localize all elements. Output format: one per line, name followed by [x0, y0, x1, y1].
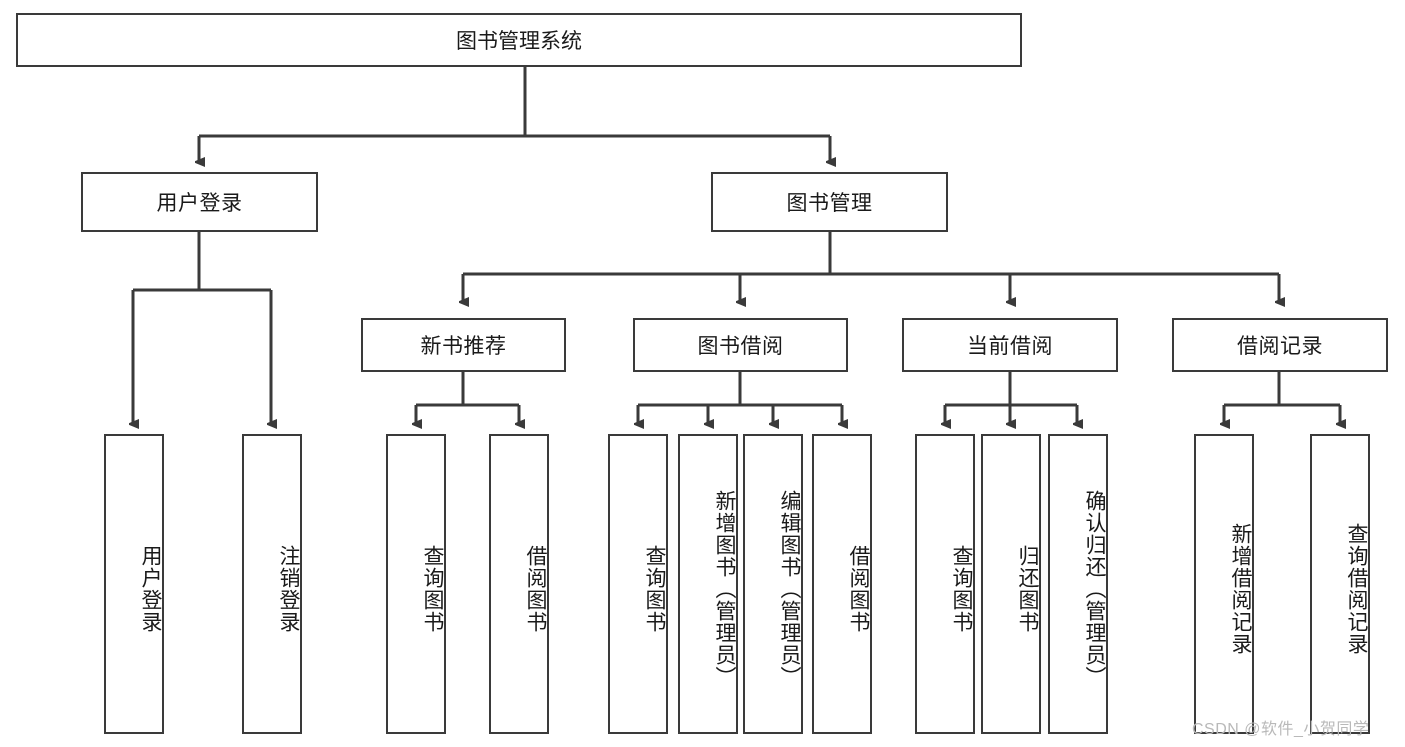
leaf-current-query-book[interactable]: 查询图书 — [915, 434, 975, 734]
node-book-management[interactable]: 图书管理 — [711, 172, 948, 232]
csdn-watermark: CSDN @软件_小贺同学 — [1192, 721, 1370, 738]
leaf-borrow-edit-book-admin[interactable]: 编辑图书（管理员） — [743, 434, 803, 734]
node-new-book-recommend[interactable]: 新书推荐 — [361, 318, 566, 372]
node-label: 查询图书 — [643, 545, 666, 633]
node-book-borrow[interactable]: 图书借阅 — [633, 318, 848, 372]
node-label: 归还图书 — [1016, 545, 1039, 633]
node-root-system[interactable]: 图书管理系统 — [16, 13, 1022, 67]
node-current-borrow[interactable]: 当前借阅 — [902, 318, 1118, 372]
leaf-current-return-book[interactable]: 归还图书 — [981, 434, 1041, 734]
leaf-record-add-record[interactable]: 新增借阅记录 — [1194, 434, 1254, 734]
node-label: 确认归还（管理员） — [1083, 490, 1106, 688]
node-label: 新增图书（管理员） — [713, 490, 736, 688]
leaf-borrow-add-book-admin[interactable]: 新增图书（管理员） — [678, 434, 738, 734]
node-user-login[interactable]: 用户登录 — [81, 172, 318, 232]
node-label: 图书管理系统 — [456, 30, 582, 53]
leaf-borrow-query-book[interactable]: 查询图书 — [608, 434, 668, 734]
leaf-newbook-borrow-book[interactable]: 借阅图书 — [489, 434, 549, 734]
node-label: 注销登录 — [277, 545, 300, 633]
node-label: 图书管理 — [786, 192, 873, 215]
node-borrow-record[interactable]: 借阅记录 — [1172, 318, 1388, 372]
node-label: 用户登录 — [156, 192, 243, 215]
node-label: 编辑图书（管理员） — [778, 490, 801, 688]
leaf-user-login[interactable]: 用户登录 — [104, 434, 164, 734]
node-label: 借阅记录 — [1237, 335, 1323, 358]
leaf-current-confirm-return-admin[interactable]: 确认归还（管理员） — [1048, 434, 1108, 734]
node-label: 图书借阅 — [697, 335, 784, 358]
node-label: 当前借阅 — [967, 335, 1053, 358]
node-label: 新书推荐 — [420, 335, 507, 358]
node-label: 新增借阅记录 — [1229, 523, 1252, 655]
node-label: 用户登录 — [139, 545, 162, 633]
leaf-borrow-borrow-book[interactable]: 借阅图书 — [812, 434, 872, 734]
node-label: 查询图书 — [421, 545, 444, 633]
node-label: 查询借阅记录 — [1345, 523, 1368, 655]
leaf-record-query-record[interactable]: 查询借阅记录 — [1310, 434, 1370, 734]
node-label: 查询图书 — [950, 545, 973, 633]
node-label: 借阅图书 — [524, 545, 547, 633]
leaf-newbook-query-book[interactable]: 查询图书 — [386, 434, 446, 734]
node-label: 借阅图书 — [847, 545, 870, 633]
leaf-logout[interactable]: 注销登录 — [242, 434, 302, 734]
